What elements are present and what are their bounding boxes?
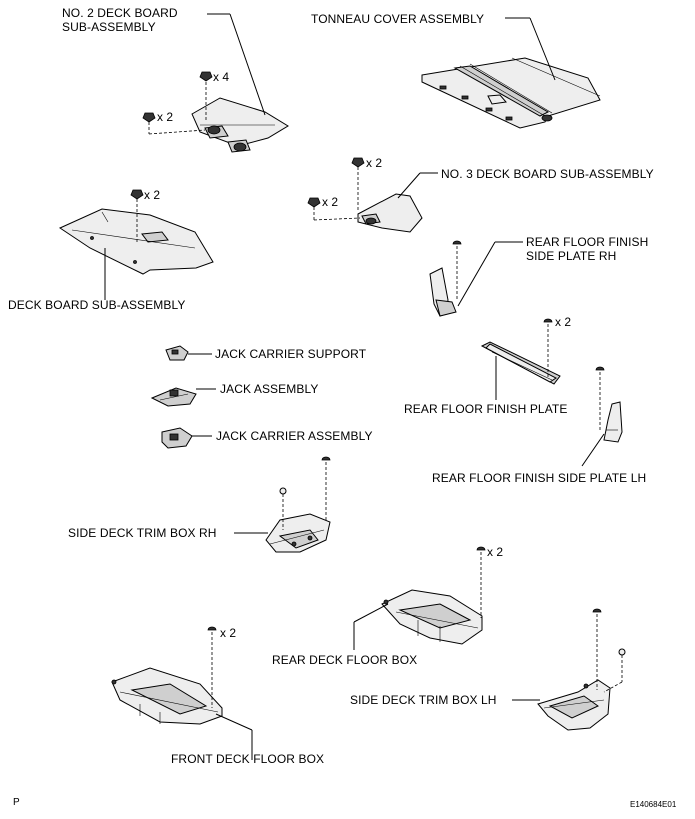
label-no2-deck-board-line2: SUB-ASSEMBLY xyxy=(62,20,156,34)
no2-bolt-left xyxy=(142,112,206,135)
no2-deck-board-sub-assembly xyxy=(191,97,289,153)
jack-assembly xyxy=(150,387,197,407)
jack-carrier-assembly xyxy=(161,427,193,449)
no2-bolt-top xyxy=(199,71,213,120)
rear-floor-finish-plate xyxy=(480,318,561,385)
qty-front-deck-floor-box-clip: x 2 xyxy=(220,626,237,640)
deck-board-sub-assembly xyxy=(58,208,214,275)
tonneau-cover-assembly xyxy=(421,57,601,129)
rear-deck-floor-box xyxy=(381,546,486,645)
qty-deck-board-bolt: x 2 xyxy=(144,188,161,202)
label-rear-floor-finish-side-plate-rh-line1: REAR FLOOR FINISH xyxy=(526,235,649,249)
rear-floor-finish-side-plate-lh xyxy=(595,366,623,443)
qty-rear-deck-floor-box-clip: x 2 xyxy=(487,545,504,559)
footer-right-code: E140684E01 xyxy=(630,800,677,809)
label-deck-board: DECK BOARD SUB-ASSEMBLY xyxy=(8,298,186,312)
jack-carrier-support xyxy=(165,345,189,361)
rear-floor-finish-side-plate-rh xyxy=(429,240,462,317)
front-deck-floor-box xyxy=(111,626,223,725)
qty-no3-bolt-top: x 2 xyxy=(366,156,383,170)
label-jack-assembly: JACK ASSEMBLY xyxy=(220,382,319,396)
qty-rear-floor-finish-plate-clip: x 2 xyxy=(555,315,572,329)
label-rear-floor-finish-plate: REAR FLOOR FINISH PLATE xyxy=(404,402,568,416)
deck-board-bolt xyxy=(130,189,144,242)
footer-left-code: P xyxy=(13,797,20,808)
no3-bolt-top xyxy=(351,157,365,210)
label-jack-carrier-support: JACK CARRIER SUPPORT xyxy=(215,347,367,361)
side-deck-trim-box-rh xyxy=(265,456,331,553)
label-tonneau-cover: TONNEAU COVER ASSEMBLY xyxy=(311,12,485,26)
label-side-deck-trim-box-lh: SIDE DECK TRIM BOX LH xyxy=(350,693,497,707)
side-deck-trim-box-lh xyxy=(537,608,626,731)
qty-no2-bolt-left: x 2 xyxy=(157,110,174,124)
label-rear-floor-finish-side-plate-lh: REAR FLOOR FINISH SIDE PLATE LH xyxy=(432,471,647,485)
no3-bolt-left xyxy=(307,197,361,221)
qty-no2-bolt-top: x 4 xyxy=(213,70,230,84)
label-rear-deck-floor-box: REAR DECK FLOOR BOX xyxy=(272,653,418,667)
label-no2-deck-board-line1: NO. 2 DECK BOARD xyxy=(62,6,178,20)
label-jack-carrier-assembly: JACK CARRIER ASSEMBLY xyxy=(216,429,373,443)
no3-deck-board-sub-assembly xyxy=(357,193,423,233)
qty-no3-bolt-left: x 2 xyxy=(322,195,339,209)
label-rear-floor-finish-side-plate-rh-line2: SIDE PLATE RH xyxy=(526,249,617,263)
label-front-deck-floor-box: FRONT DECK FLOOR BOX xyxy=(171,752,325,766)
label-no3-deck-board: NO. 3 DECK BOARD SUB-ASSEMBLY xyxy=(441,167,654,181)
label-side-deck-trim-box-rh: SIDE DECK TRIM BOX RH xyxy=(68,526,217,540)
